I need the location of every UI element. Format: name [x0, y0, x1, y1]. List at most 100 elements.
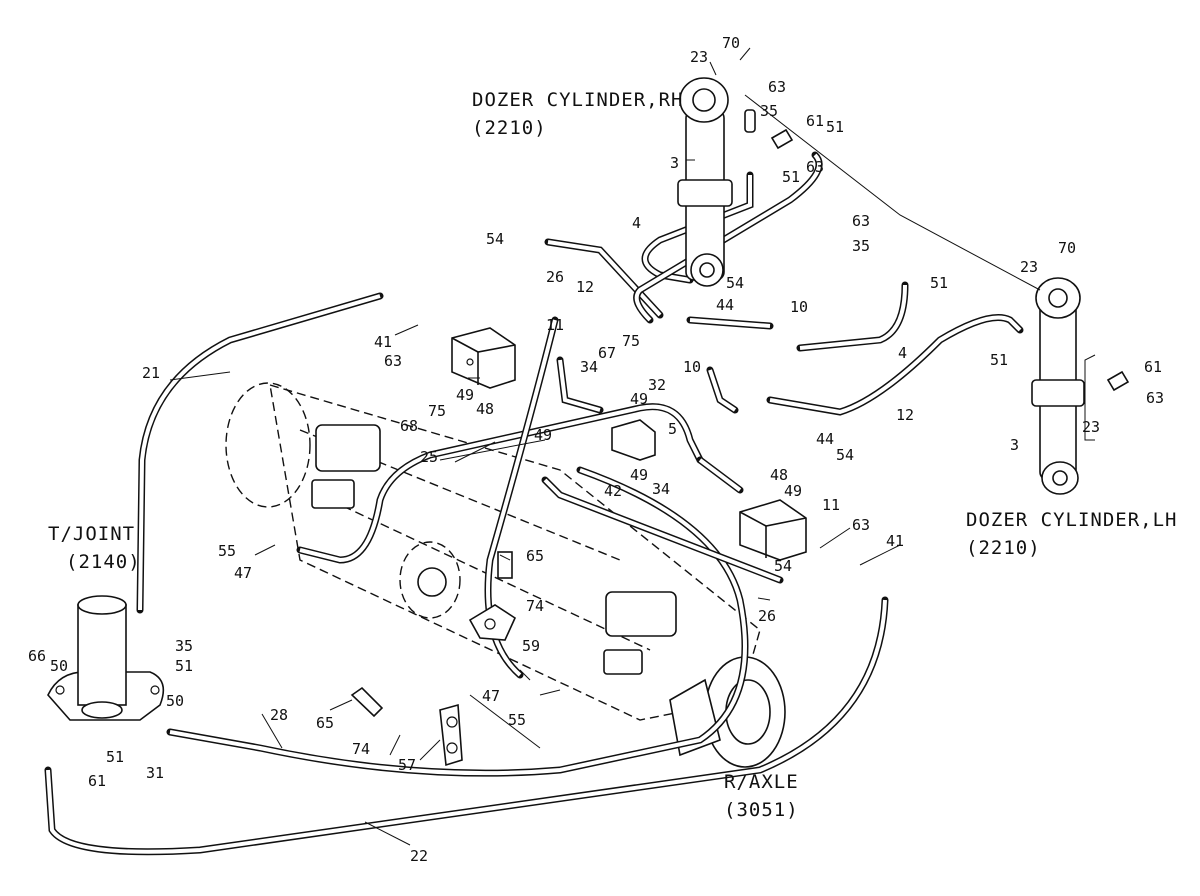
hose-12 — [633, 151, 1024, 416]
dozer-cylinder-lh — [1031, 277, 1130, 495]
callout: 34 — [580, 358, 598, 376]
callout: 55 — [508, 711, 526, 729]
callout: 63 — [1146, 389, 1164, 407]
assembly-code: (2210) — [472, 117, 547, 139]
callout: 10 — [683, 358, 701, 376]
clamp-57 — [439, 703, 463, 767]
callout: 44 — [716, 296, 734, 314]
callout: 74 — [352, 740, 370, 758]
callout: 50 — [50, 657, 68, 675]
callout: 35 — [175, 637, 193, 655]
callout: 34 — [652, 480, 670, 498]
callout: 67 — [598, 344, 616, 362]
callout: 21 — [142, 364, 160, 382]
callout: 49 — [456, 386, 474, 404]
callout: 48 — [770, 466, 788, 484]
callout: 3 — [1010, 436, 1019, 454]
callout: 41 — [886, 532, 904, 550]
callout: 47 — [482, 687, 500, 705]
callout: 50 — [166, 692, 184, 710]
callout: 22 — [410, 847, 428, 865]
callout: 23 — [1020, 258, 1038, 276]
callout: 44 — [816, 430, 834, 448]
callout: 65 — [316, 714, 334, 732]
callout: 11 — [546, 316, 564, 334]
valve-block-11-upper — [451, 327, 516, 389]
callout: 4 — [898, 344, 907, 362]
callout-numbers: 70 23 63 35 61 51 3 51 63 4 54 26 54 12 … — [28, 34, 1164, 865]
callout: 63 — [384, 352, 402, 370]
callout: 51 — [782, 168, 800, 186]
callout: 66 — [28, 647, 46, 665]
hose-25 — [296, 316, 704, 679]
callout: 4 — [632, 214, 641, 232]
assembly-code: (2210) — [966, 537, 1041, 559]
callout: 54 — [486, 230, 504, 248]
callout: 75 — [622, 332, 640, 350]
callout: 49 — [784, 482, 802, 500]
callout: 54 — [836, 446, 854, 464]
hose-4 — [641, 171, 909, 352]
callout: 26 — [758, 607, 776, 625]
callout: 55 — [218, 542, 236, 560]
assembly-code: (2140) — [66, 551, 141, 573]
callout: 51 — [826, 118, 844, 136]
callout: 74 — [526, 597, 544, 615]
callout: 49 — [630, 390, 648, 408]
bolt-65-lower — [350, 686, 384, 718]
callout: 49 — [534, 426, 552, 444]
callout: 41 — [374, 333, 392, 351]
callout: 65 — [526, 547, 544, 565]
callout: 51 — [990, 351, 1008, 369]
callout: 70 — [722, 34, 740, 52]
assembly-name: DOZER CYLINDER,LH — [966, 509, 1178, 531]
callout: 23 — [690, 48, 708, 66]
callout: 63 — [852, 212, 870, 230]
callout: 68 — [400, 417, 418, 435]
callout: 63 — [852, 516, 870, 534]
callout: 63 — [768, 78, 786, 96]
hose-misc — [556, 356, 744, 494]
assembly-code: (3051) — [724, 799, 799, 821]
callout: 75 — [428, 402, 446, 420]
callout: 32 — [648, 376, 666, 394]
dozer-cylinder-rh — [677, 77, 794, 287]
callout: 11 — [822, 496, 840, 514]
assembly-name: T/JOINT — [48, 523, 136, 545]
valve-block-11-lower — [739, 499, 807, 561]
callout: 35 — [852, 237, 870, 255]
callout: 51 — [106, 748, 124, 766]
callout: 25 — [420, 448, 438, 466]
callout: 5 — [668, 420, 677, 438]
callout: 35 — [760, 102, 778, 120]
callout: 31 — [146, 764, 164, 782]
bolt-65-upper — [497, 551, 513, 579]
callout: 23 — [1082, 418, 1100, 436]
callout: 61 — [806, 112, 824, 130]
swivel-joint — [47, 595, 165, 721]
callout: 51 — [930, 274, 948, 292]
callout: 51 — [175, 657, 193, 675]
callout: 49 — [630, 466, 648, 484]
callout: 28 — [270, 706, 288, 724]
callout: 48 — [476, 400, 494, 418]
callout: 54 — [726, 274, 744, 292]
callout: 70 — [1058, 239, 1076, 257]
callout: 61 — [88, 772, 106, 790]
callout: 63 — [806, 158, 824, 176]
assembly-name: R/AXLE — [724, 771, 799, 793]
callout: 61 — [1144, 358, 1162, 376]
hose-28 — [166, 466, 749, 777]
hose-10 — [686, 316, 774, 414]
label-rear-axle: R/AXLE (3051) — [724, 768, 799, 824]
callout: 57 — [398, 756, 416, 774]
callout: 12 — [896, 406, 914, 424]
callout: 26 — [546, 268, 564, 286]
label-swivel-joint: T/JOINT (2140) — [48, 520, 141, 576]
callout: 12 — [576, 278, 594, 296]
callout: 3 — [670, 154, 679, 172]
tee-block-5 — [611, 419, 656, 461]
callout: 54 — [774, 557, 792, 575]
assembly-name: DOZER CYLINDER,RH — [472, 89, 684, 111]
